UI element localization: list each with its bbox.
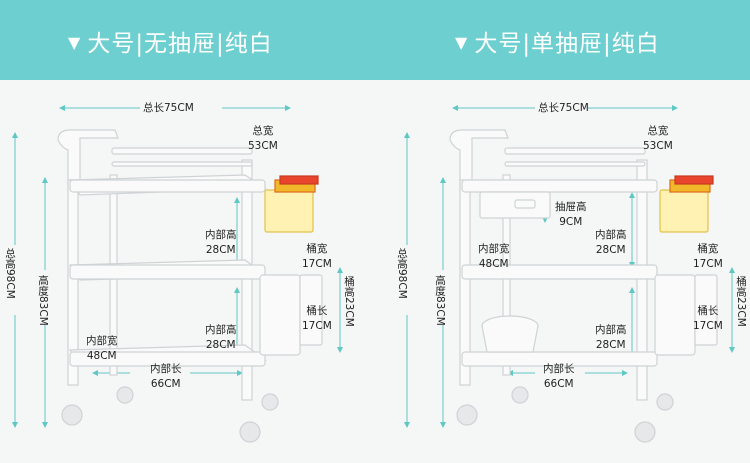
total-height-label: 总高98CM: [396, 248, 408, 299]
down-triangle-icon: ▼: [455, 33, 469, 52]
total-length-label: 总长75CM: [538, 102, 589, 114]
left-title: ▼大号|无抽屉|纯白: [68, 31, 273, 57]
height-label: 高度83CM: [37, 275, 49, 326]
total-length-label: 总长75CM: [143, 102, 194, 114]
down-triangle-icon: ▼: [68, 33, 82, 52]
total-height-label: 总高98CM: [4, 248, 16, 299]
right-cart-illustration: [404, 105, 735, 443]
left-cart-illustration: [12, 105, 343, 443]
bucket-height-label: 桶高23CM: [343, 276, 355, 327]
header-banner: [0, 0, 750, 80]
right-title: ▼大号|单抽屉|纯白: [455, 31, 660, 57]
bucket-height-label: 桶高23CM: [735, 276, 747, 327]
height-label: 高度83CM: [434, 275, 446, 326]
dimension-lines: [404, 105, 735, 428]
